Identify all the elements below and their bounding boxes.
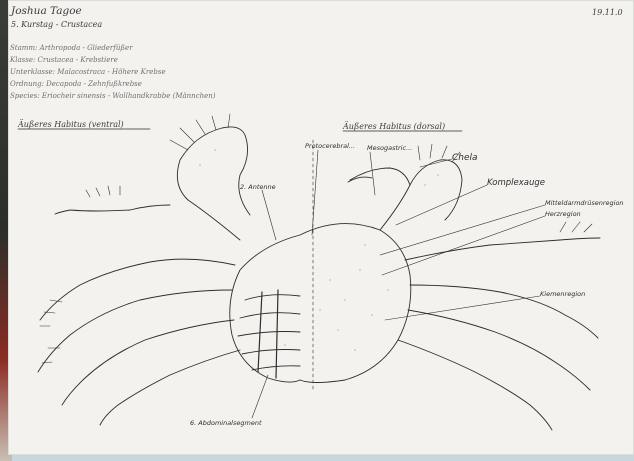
- label-protocerebral: Protocerebral...: [305, 142, 355, 150]
- stipple-texture: [199, 149, 439, 351]
- label-eye: Komplexauge: [487, 178, 545, 188]
- label-antenna2: 2. Antenne: [240, 183, 276, 191]
- label-gill: Kiemenregion: [540, 290, 585, 298]
- label-midgut: Mitteldarmdrüsenregion: [545, 199, 624, 207]
- label-abdomen: 6. Abdominalsegment: [190, 419, 262, 427]
- label-chela: Chela: [452, 153, 478, 163]
- label-heart: Herzregion: [545, 210, 581, 218]
- label-mesogastric: Mesogastric...: [367, 144, 412, 152]
